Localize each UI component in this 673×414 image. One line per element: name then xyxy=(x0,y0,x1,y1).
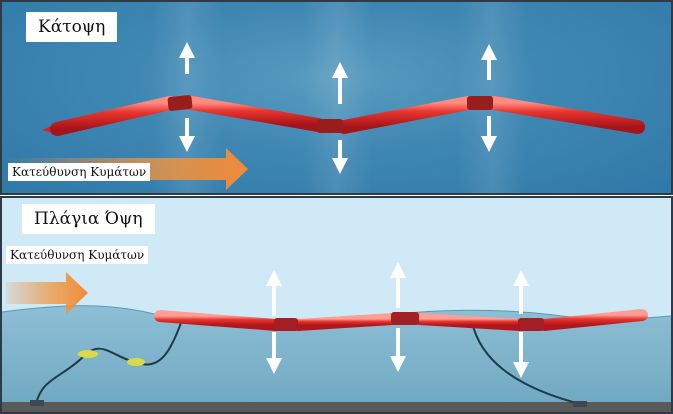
wave-energy-device-plan xyxy=(42,95,645,136)
plan-view-title: Κάτοψη xyxy=(26,12,118,42)
device-joint xyxy=(391,312,419,325)
plan-view-panel: Κάτοψη xyxy=(0,0,673,195)
device-segment xyxy=(154,310,282,331)
device-joint xyxy=(274,318,298,331)
device-segment xyxy=(487,96,645,134)
anchor-block xyxy=(30,400,44,406)
device-joint xyxy=(317,119,343,133)
side-view-drawing xyxy=(2,262,671,412)
mooring-float xyxy=(78,350,98,358)
device-segment xyxy=(50,96,177,136)
device-joint xyxy=(518,318,544,331)
side-view-title: Πλάγια Όψη xyxy=(22,204,155,234)
wave-energy-device-side xyxy=(154,309,648,331)
wave-direction-label: Κατεύθυνση Κυμάτων xyxy=(6,246,149,264)
device-segment xyxy=(538,309,648,331)
mooring-line xyxy=(35,319,183,405)
device-segment xyxy=(414,313,526,331)
wave-direction-label: Κατεύθυνση Κυμάτων xyxy=(8,163,151,181)
mooring-float xyxy=(127,358,145,366)
device-joint xyxy=(167,95,193,111)
side-view-panel: Πλάγια Όψη Κατεύθυνση Κυμάτων xyxy=(0,196,673,414)
seabed xyxy=(2,402,671,412)
wave-direction-arrow-icon xyxy=(6,272,88,314)
device-joint xyxy=(467,96,493,110)
sea-water xyxy=(2,305,671,412)
device-segment xyxy=(337,96,475,134)
device-segment xyxy=(292,313,398,331)
device-segment xyxy=(185,96,325,132)
anchor-block xyxy=(573,401,587,407)
mooring-line xyxy=(471,321,581,405)
